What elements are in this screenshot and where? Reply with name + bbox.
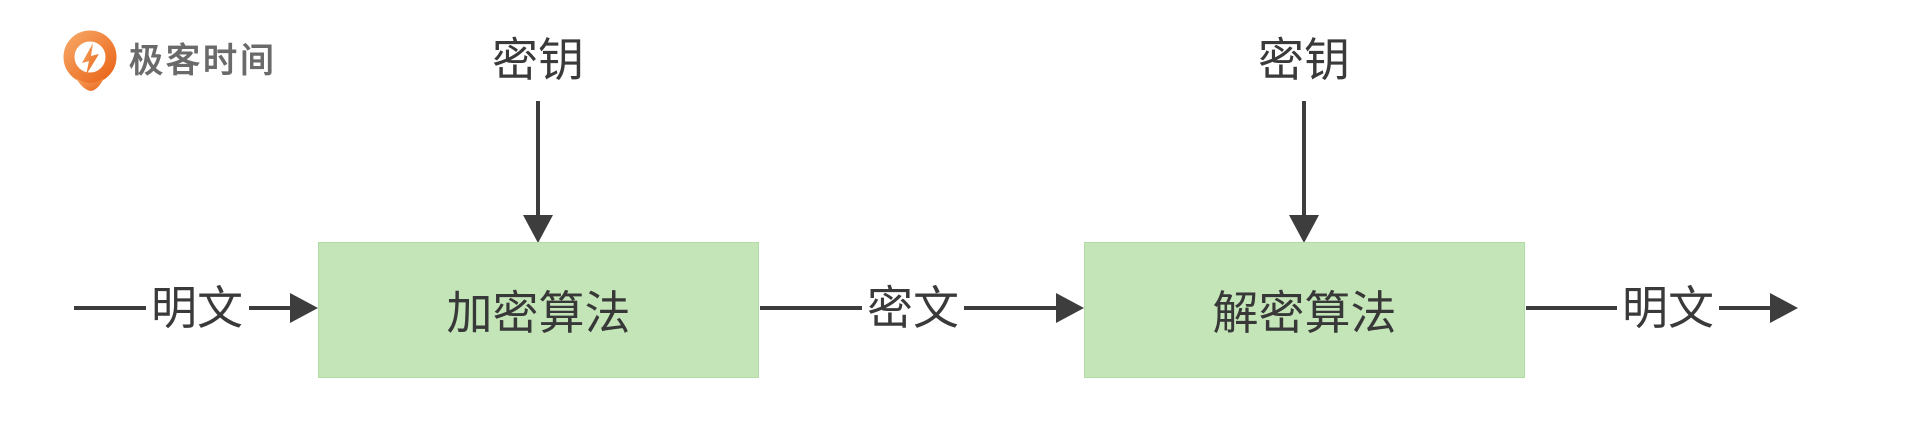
flow-line-ciphertext-2 — [964, 306, 1058, 310]
decryption-algorithm-box: 解密算法 — [1084, 242, 1525, 378]
flow-line-plaintext-out-1 — [1526, 306, 1617, 310]
encryption-algorithm-box: 加密算法 — [318, 242, 759, 378]
flow-label-plaintext-right: 明文 — [1617, 284, 1719, 332]
key-arrow-line-left — [536, 101, 540, 217]
key-arrowhead-left — [523, 215, 553, 243]
flow-line-plaintext-out-2 — [1719, 306, 1771, 310]
flow-label-plaintext-left: 明文 — [146, 284, 248, 332]
geektime-pin-icon — [63, 30, 117, 91]
key-arrow-line-right — [1302, 101, 1306, 217]
flow-label-ciphertext: 密文 — [862, 284, 964, 332]
geektime-logo: 极客时间 — [60, 30, 277, 92]
geektime-logo-text: 极客时间 — [129, 42, 277, 80]
flow-arrowhead-into-decryption — [1056, 293, 1084, 323]
key-label-right: 密钥 — [1258, 34, 1350, 86]
key-label-left: 密钥 — [492, 34, 584, 86]
flow-line-plaintext-in-2 — [249, 306, 291, 310]
flow-line-ciphertext-1 — [760, 306, 862, 310]
key-arrowhead-right — [1289, 215, 1319, 243]
flow-arrowhead-plaintext-out — [1770, 293, 1798, 323]
flow-line-plaintext-in-1 — [74, 306, 146, 310]
flow-arrowhead-into-encryption — [290, 293, 318, 323]
